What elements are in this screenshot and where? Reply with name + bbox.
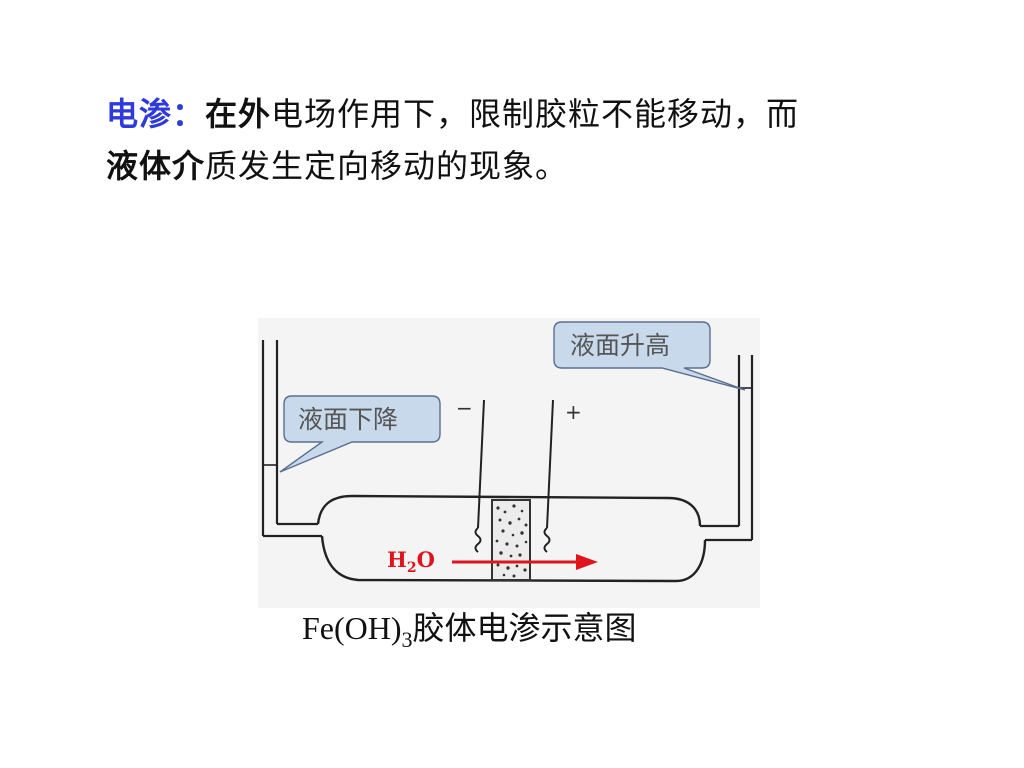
caption-formula: Fe(OH) bbox=[302, 610, 402, 646]
positive-electrode bbox=[543, 399, 554, 553]
left-tube bbox=[261, 340, 322, 538]
diagram-caption: Fe(OH)3胶体电渗示意图 bbox=[302, 603, 722, 653]
water-label: H2O bbox=[387, 547, 435, 576]
colloid-plug bbox=[491, 499, 531, 581]
right-tube bbox=[700, 355, 754, 542]
water-flow-arrow bbox=[452, 554, 598, 570]
negative-electrode bbox=[474, 399, 485, 553]
minus-sign: − bbox=[456, 396, 473, 420]
definition-term: 电渗： bbox=[106, 95, 206, 133]
definition-bold-a: 在外 bbox=[205, 95, 272, 133]
callout-liquid-drops-text: 液面下降 bbox=[298, 405, 398, 434]
definition-bold-b: 液体介 bbox=[106, 147, 206, 185]
plus-sign: + bbox=[565, 400, 582, 424]
caption-formula-subscript: 3 bbox=[401, 627, 413, 652]
caption-title: 胶体电渗示意图 bbox=[412, 610, 637, 646]
definition-text: 电渗：在外电场作用下，限制胶粒不能移动，而液体介质发生定向移动的现象。 bbox=[106, 88, 956, 192]
callout-liquid-rises: 液面升高 bbox=[553, 321, 746, 391]
callout-liquid-rises-text: 液面升高 bbox=[570, 331, 670, 360]
callout-liquid-drops: 液面下降 bbox=[279, 395, 441, 473]
definition-text-a: 电场作用下，限制胶粒不能移动，而 bbox=[271, 95, 800, 133]
vessel bbox=[316, 494, 707, 583]
definition-text-b: 质发生定向移动的现象。 bbox=[205, 147, 569, 185]
